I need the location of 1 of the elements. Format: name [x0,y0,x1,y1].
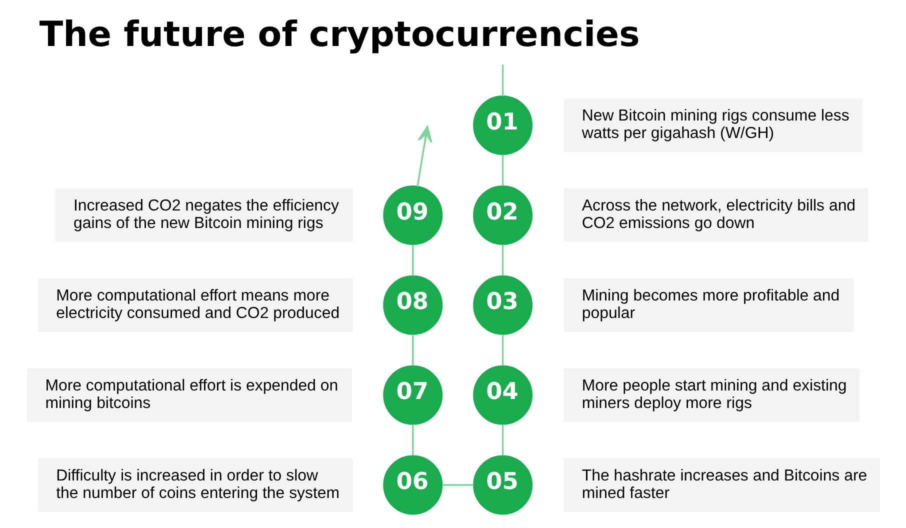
diagram-title: The future of cryptocurrencies [38,15,640,56]
